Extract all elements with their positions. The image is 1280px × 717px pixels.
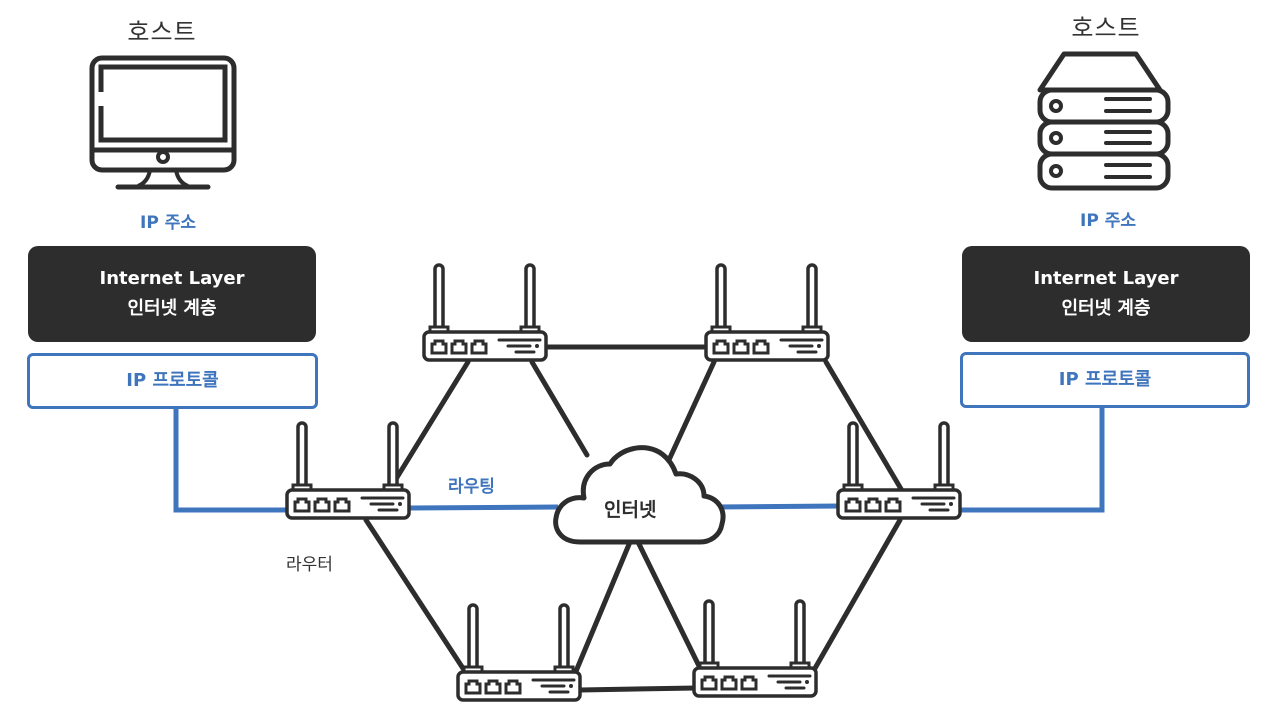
internet-cloud-icon — [553, 445, 726, 545]
desktop-monitor-icon — [89, 55, 237, 190]
server-stack-icon — [1037, 51, 1171, 191]
cloud-label: 인터넷 — [604, 499, 657, 521]
right-ip-protocol-box: IP 프로토콜 — [960, 352, 1250, 408]
router-label: 라우터 — [286, 555, 333, 575]
link-right-host-to-router — [960, 408, 1105, 513]
right-host-ip-label: IP 주소 — [1080, 211, 1136, 231]
left-host-ip-label: IP 주소 — [140, 213, 196, 233]
link-cloud-bottomright — [635, 539, 703, 671]
link-topleft-cloud — [529, 359, 590, 458]
routing-link-cloud-right — [715, 503, 841, 510]
router-bottom-left — [456, 603, 582, 702]
right-layer-title-en: Internet Layer — [1033, 268, 1179, 289]
left-host-title: 호스트 — [127, 18, 197, 46]
link-left-topleft — [385, 359, 471, 495]
routing-link-left-cloud — [409, 504, 559, 511]
link-topright-cloud — [665, 359, 717, 465]
router-bottom-right — [692, 599, 818, 698]
right-host-title: 호스트 — [1071, 14, 1141, 42]
router-left — [285, 421, 411, 520]
router-top-left — [422, 263, 548, 362]
router-right — [836, 421, 962, 520]
link-left-bottomleft — [363, 517, 471, 679]
routing-label: 라우팅 — [448, 477, 495, 497]
left-ip-protocol-box: IP 프로토콜 — [27, 353, 318, 409]
link-cloud-bottomleft — [571, 539, 633, 679]
link-right-bottomright — [811, 517, 903, 673]
link-topright-right — [823, 359, 907, 497]
right-layer-title-ko: 인터넷 계층 — [1061, 298, 1151, 319]
link-bottomleft-bottomright — [577, 685, 699, 693]
left-layer-title-en: Internet Layer — [99, 268, 245, 289]
left-internet-layer-box: Internet Layer 인터넷 계층 — [28, 246, 316, 342]
router-top-right — [704, 263, 830, 362]
link-left-host-to-router — [173, 408, 290, 513]
left-layer-title-ko: 인터넷 계층 — [127, 298, 217, 319]
right-internet-layer-box: Internet Layer 인터넷 계층 — [962, 246, 1250, 342]
